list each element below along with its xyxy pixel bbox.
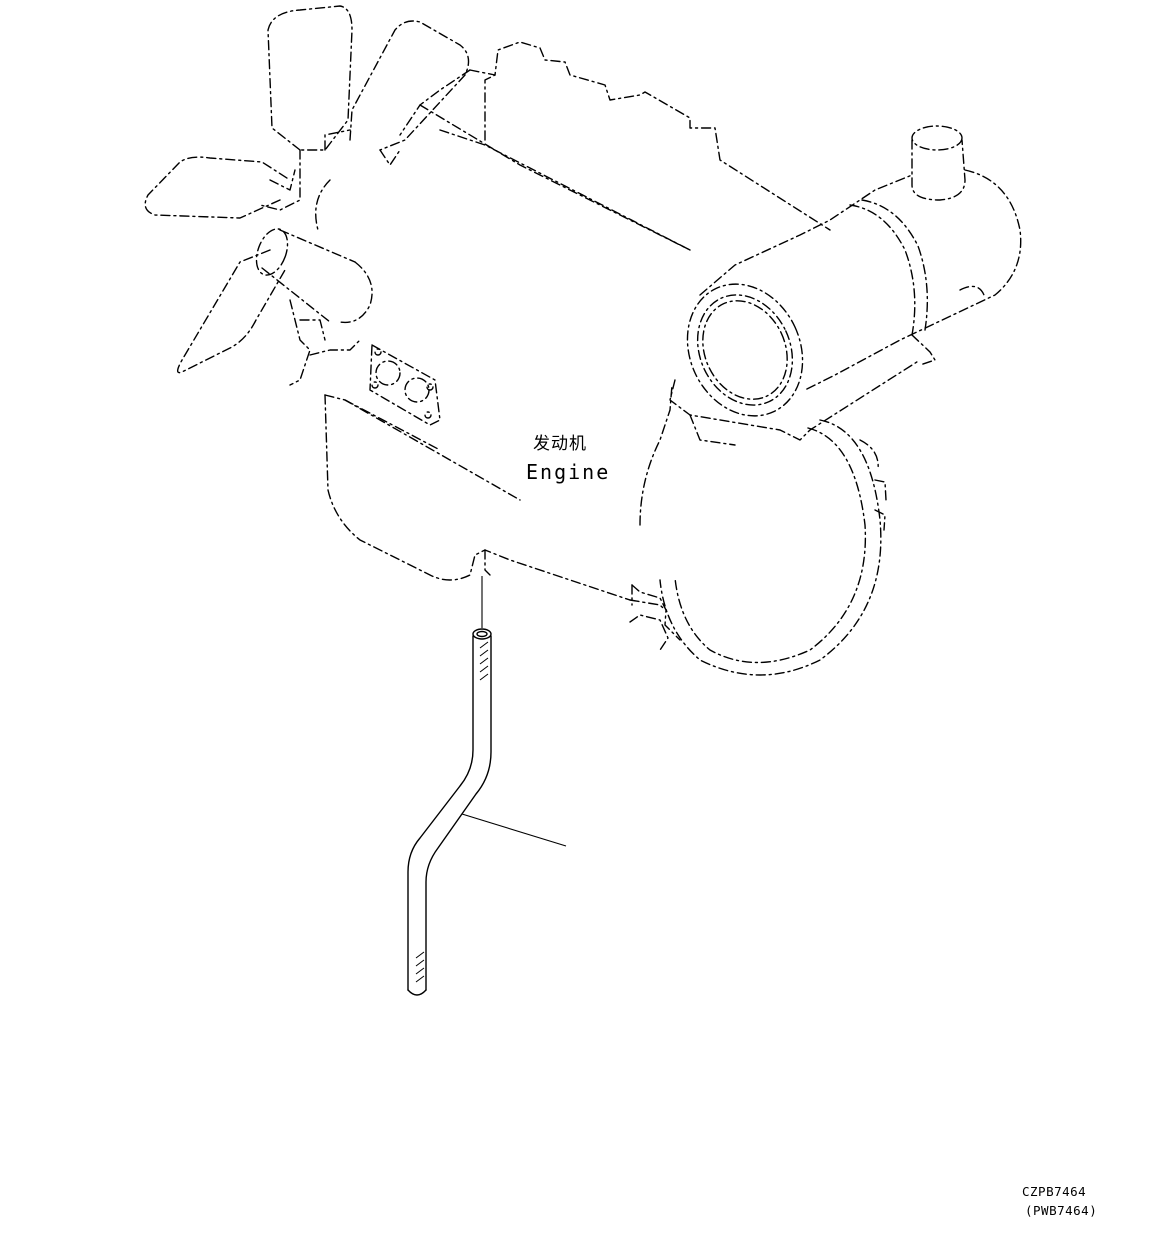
engine-label-chinese: 发动机 bbox=[533, 434, 587, 454]
dipstick-tube bbox=[407, 576, 492, 996]
fan-blades bbox=[144, 5, 470, 374]
flange-plate bbox=[369, 344, 441, 426]
drawing-code-alternate: (PWB7464) bbox=[1025, 1203, 1098, 1218]
engine-block bbox=[289, 41, 831, 611]
oil-filter bbox=[255, 228, 373, 324]
flywheel-housing bbox=[629, 419, 887, 676]
part-leader-line bbox=[461, 813, 567, 847]
air-cleaner bbox=[669, 125, 1022, 446]
drawing-code: CZPB7464 bbox=[1022, 1184, 1087, 1199]
engine-outline bbox=[144, 5, 1022, 676]
engine-label-english: Engine bbox=[526, 460, 611, 484]
